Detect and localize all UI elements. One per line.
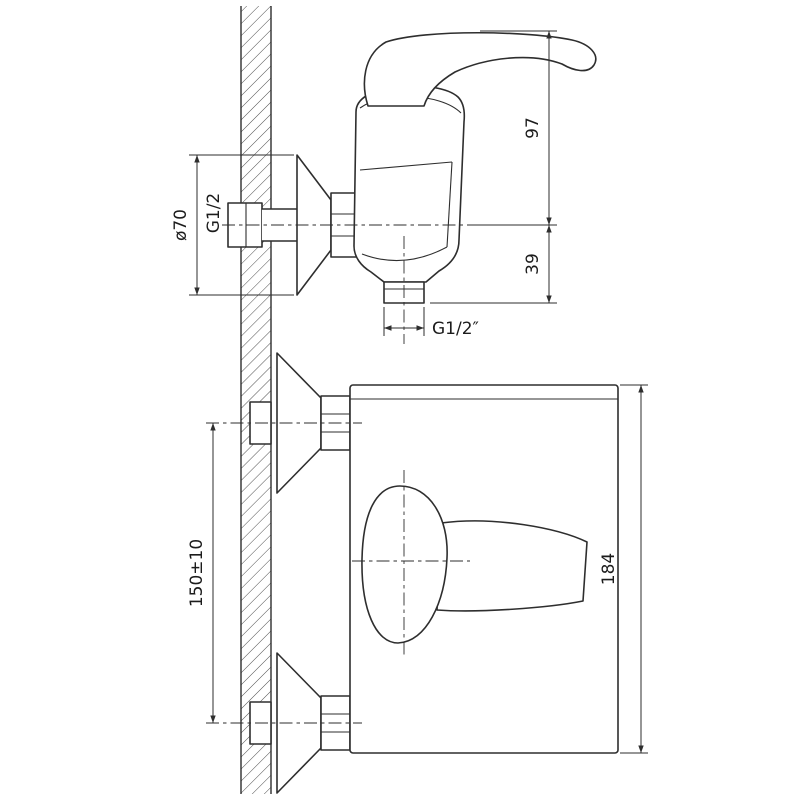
wall-fitting (227, 202, 298, 248)
handle-knob-front (361, 485, 448, 644)
dimension-height-39: 39 (430, 225, 557, 304)
front-view: 150±10 184 (187, 352, 648, 794)
lever-handle-side (363, 31, 597, 107)
dimension-spacing-150: 150±10 (187, 423, 216, 723)
faucet-body-side (353, 85, 466, 283)
outlet-thread-label: G1/2″ (432, 319, 479, 339)
dimension-height-184: 184 (599, 384, 648, 754)
dimension-height-97: 97 (468, 30, 557, 226)
wall-section (240, 6, 272, 794)
dimension-diameter-70: ø70 (171, 154, 294, 296)
wall-thread-label: G1/2 (204, 193, 224, 234)
diameter-70-label: ø70 (171, 209, 191, 241)
side-view: ø70 G1/2 97 39 G1/2″ (171, 30, 597, 344)
height-97-label: 97 (523, 117, 543, 139)
wall-hatch (241, 6, 271, 794)
lever-paddle-front (436, 520, 588, 612)
height-39-label: 39 (523, 253, 543, 275)
dimension-outlet-thread: G1/2″ (383, 307, 479, 339)
height-184-label: 184 (599, 553, 619, 585)
spacing-150-label: 150±10 (187, 539, 207, 607)
